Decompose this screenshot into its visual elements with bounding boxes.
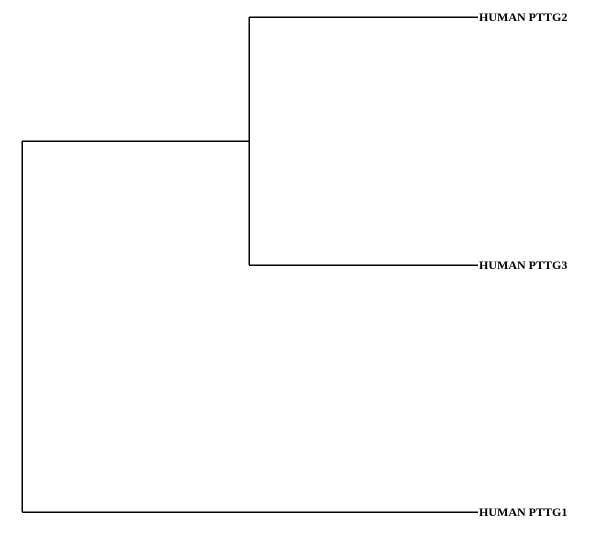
leaf-label-pttg2: HUMAN PTTG2 — [479, 10, 567, 24]
leaf-label-pttg1: HUMAN PTTG1 — [479, 505, 567, 519]
leaf-label-pttg3: HUMAN PTTG3 — [479, 258, 567, 272]
